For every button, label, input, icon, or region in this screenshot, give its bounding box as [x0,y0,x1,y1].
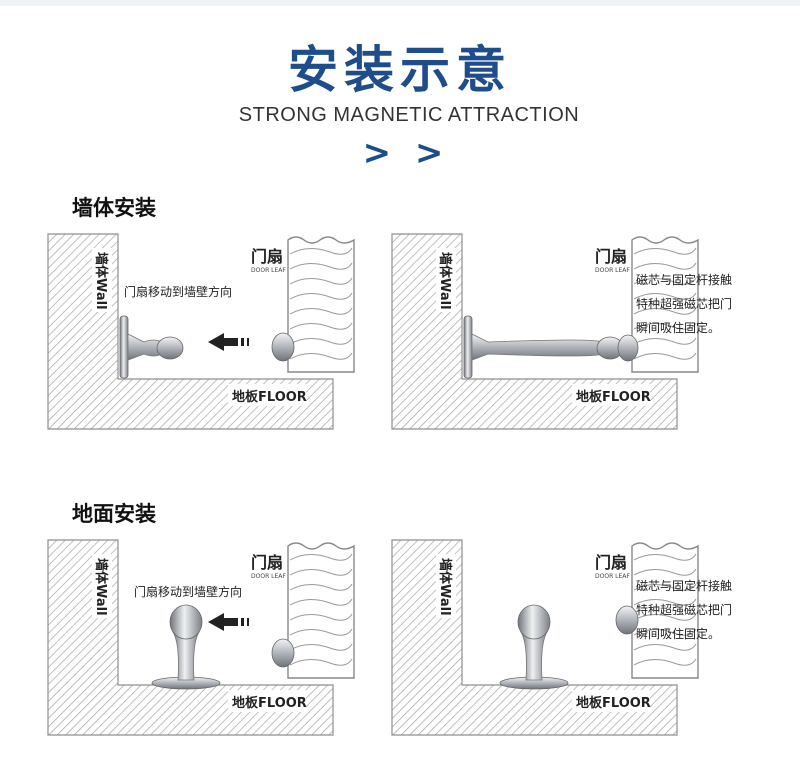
wood-grain [633,643,697,651]
wood-grain [289,613,353,621]
wood-grain [289,352,353,360]
door-sub-label: DOOR LEAF [251,573,286,580]
wall-floor-hatch [47,233,334,430]
instruction-note: 门扇移动到墙壁方向 [124,284,232,299]
result-note: 瞬间吸住固定。 [636,626,720,641]
result-note: 磁芯与固定杆接触 [636,578,732,593]
wood-grain [633,247,697,255]
wood-grain [289,628,353,636]
door-sub-label: DOOR LEAF [595,573,630,580]
arrow-tail-bar [247,338,249,346]
wall-label: 墙体Wall [93,252,109,310]
wall-floor-hatch [47,539,334,736]
wall-label: 墙体Wall [437,558,453,616]
instruction-note: 门扇移动到墙壁方向 [134,584,242,599]
section-title-floor-install: 地面安装 [72,502,156,526]
stopper-head [517,604,551,640]
floor-label: 地板FLOOR [576,389,651,405]
result-note: 特种超强磁芯把门 [636,296,732,311]
wood-grain [289,643,353,651]
wall-label-box [436,554,456,618]
wood-grain [633,613,697,621]
wall-floor-hatch [391,233,678,430]
arrow-left-icon [208,333,238,351]
arrow-tail-bar [241,618,244,626]
floor-label-box [228,384,306,406]
wood-grain [633,292,697,300]
page-title: 安装示意 [288,41,512,99]
page-subtitle: STRONG MAGNETIC ATTRACTION [238,104,580,126]
door-sub-label: DOOR LEAF [251,267,286,274]
wall-floor-hatch [391,539,678,736]
door-label: 门扇 [251,247,283,266]
arrow-tail-bar [247,618,249,626]
wood-grain [633,337,697,345]
result-note: 特种超强磁芯把门 [636,602,732,617]
wood-grain [633,628,697,636]
door-label: 门扇 [595,553,627,572]
door-leaf [631,236,699,373]
door-leaf [631,542,699,679]
magnet-cap [271,332,295,362]
wood-grain [289,322,353,330]
wood-grain [289,598,353,606]
wood-grain [289,337,353,345]
wood-grain [633,553,697,561]
floor-label: 地板FLOOR [576,695,651,711]
wood-grain [289,307,353,315]
magnet-cap [617,334,639,362]
stopper-head [156,336,184,360]
wall-label-box [92,554,112,618]
stopper-head [169,604,203,640]
magnet-cap [615,605,639,635]
wall-label-box [92,248,112,312]
floor-label: 地板FLOOR [232,389,307,405]
magnet-cap [271,638,295,668]
wood-grain [289,553,353,561]
wood-grain [633,658,697,666]
wall-label-box [436,248,456,312]
wood-grain [633,322,697,330]
result-note: 瞬间吸住固定。 [636,320,720,335]
wood-grain [633,598,697,606]
arrow-left-icon [208,613,238,631]
door-leaf [287,236,355,373]
wood-grain [289,658,353,666]
wall-label: 墙体Wall [93,558,109,616]
wood-grain [633,568,697,576]
wood-grain [289,583,353,591]
wood-grain [633,262,697,270]
wood-grain [633,307,697,315]
door-leaf [287,542,355,679]
wall-label: 墙体Wall [437,252,453,310]
wood-grain [289,292,353,300]
stopper-base [119,315,129,379]
door-sub-label: DOOR LEAF [595,267,630,274]
wood-grain [633,352,697,360]
wood-grain [289,277,353,285]
stopper-rod [471,333,603,361]
door-label: 门扇 [251,553,283,572]
wood-grain [289,568,353,576]
floor-label-box [572,384,650,406]
wood-grain [633,277,697,285]
arrow-tail-bar [241,338,244,346]
wood-grain [289,262,353,270]
section-title-wall-install: 墙体安装 [72,196,156,220]
floor-label-box [228,690,306,712]
door-label: 门扇 [595,247,627,266]
wood-grain [289,247,353,255]
floor-label-box [572,690,650,712]
floor-label: 地板FLOOR [232,695,307,711]
wood-grain [633,583,697,591]
result-note: 磁芯与固定杆接触 [636,272,732,287]
top-strip [0,0,800,6]
chevron-right-icon: > > [362,133,450,173]
stopper-base [463,315,473,379]
